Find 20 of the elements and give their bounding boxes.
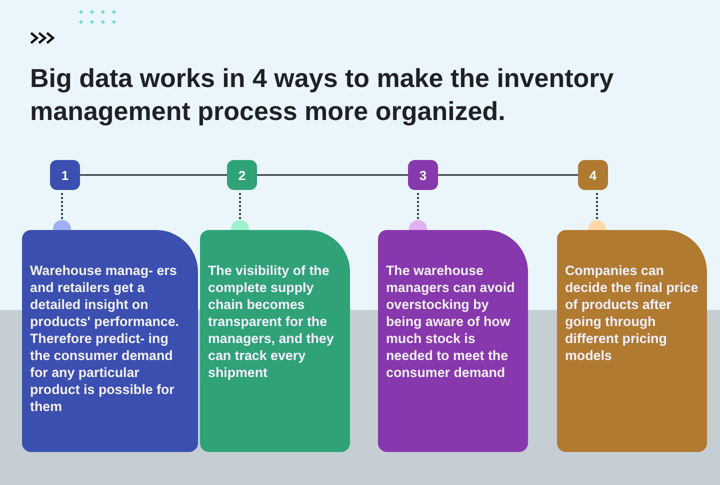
step-number-badge: 3 bbox=[408, 160, 438, 190]
title: Big data works in 4 ways to make the inventory management process more organized. bbox=[30, 62, 615, 128]
step-description: The warehouse managers can avoid overstocking by being aware of how much stock is needed to meet the consumer demand bbox=[386, 262, 516, 381]
timeline-line bbox=[80, 174, 227, 176]
step-card bbox=[557, 230, 707, 452]
step-description: The visibility of the complete supply chain becomes transparent for the managers, and they can track every shipment bbox=[208, 262, 335, 381]
dotted-connector bbox=[416, 192, 420, 222]
dotted-connector bbox=[596, 192, 598, 222]
timeline-line bbox=[438, 174, 578, 176]
dotted-connector bbox=[238, 192, 242, 222]
step-description: Warehouse manag- ers and retailers get a detailed insight on products' performance. Therefore predict- ing the consumer demand for any particular product is possible for them bbox=[30, 262, 180, 415]
timeline-line bbox=[257, 174, 408, 176]
step-number-badge: 4 bbox=[578, 160, 608, 190]
step-number-badge: 1 bbox=[50, 160, 80, 190]
step-number-badge: 2 bbox=[227, 160, 257, 190]
step-description: Companies can decide the final price of products after going through different pricing models bbox=[565, 262, 699, 364]
dotted-connector bbox=[60, 192, 64, 222]
step-card bbox=[22, 230, 198, 452]
step-card bbox=[200, 230, 350, 452]
step-card bbox=[378, 230, 528, 452]
